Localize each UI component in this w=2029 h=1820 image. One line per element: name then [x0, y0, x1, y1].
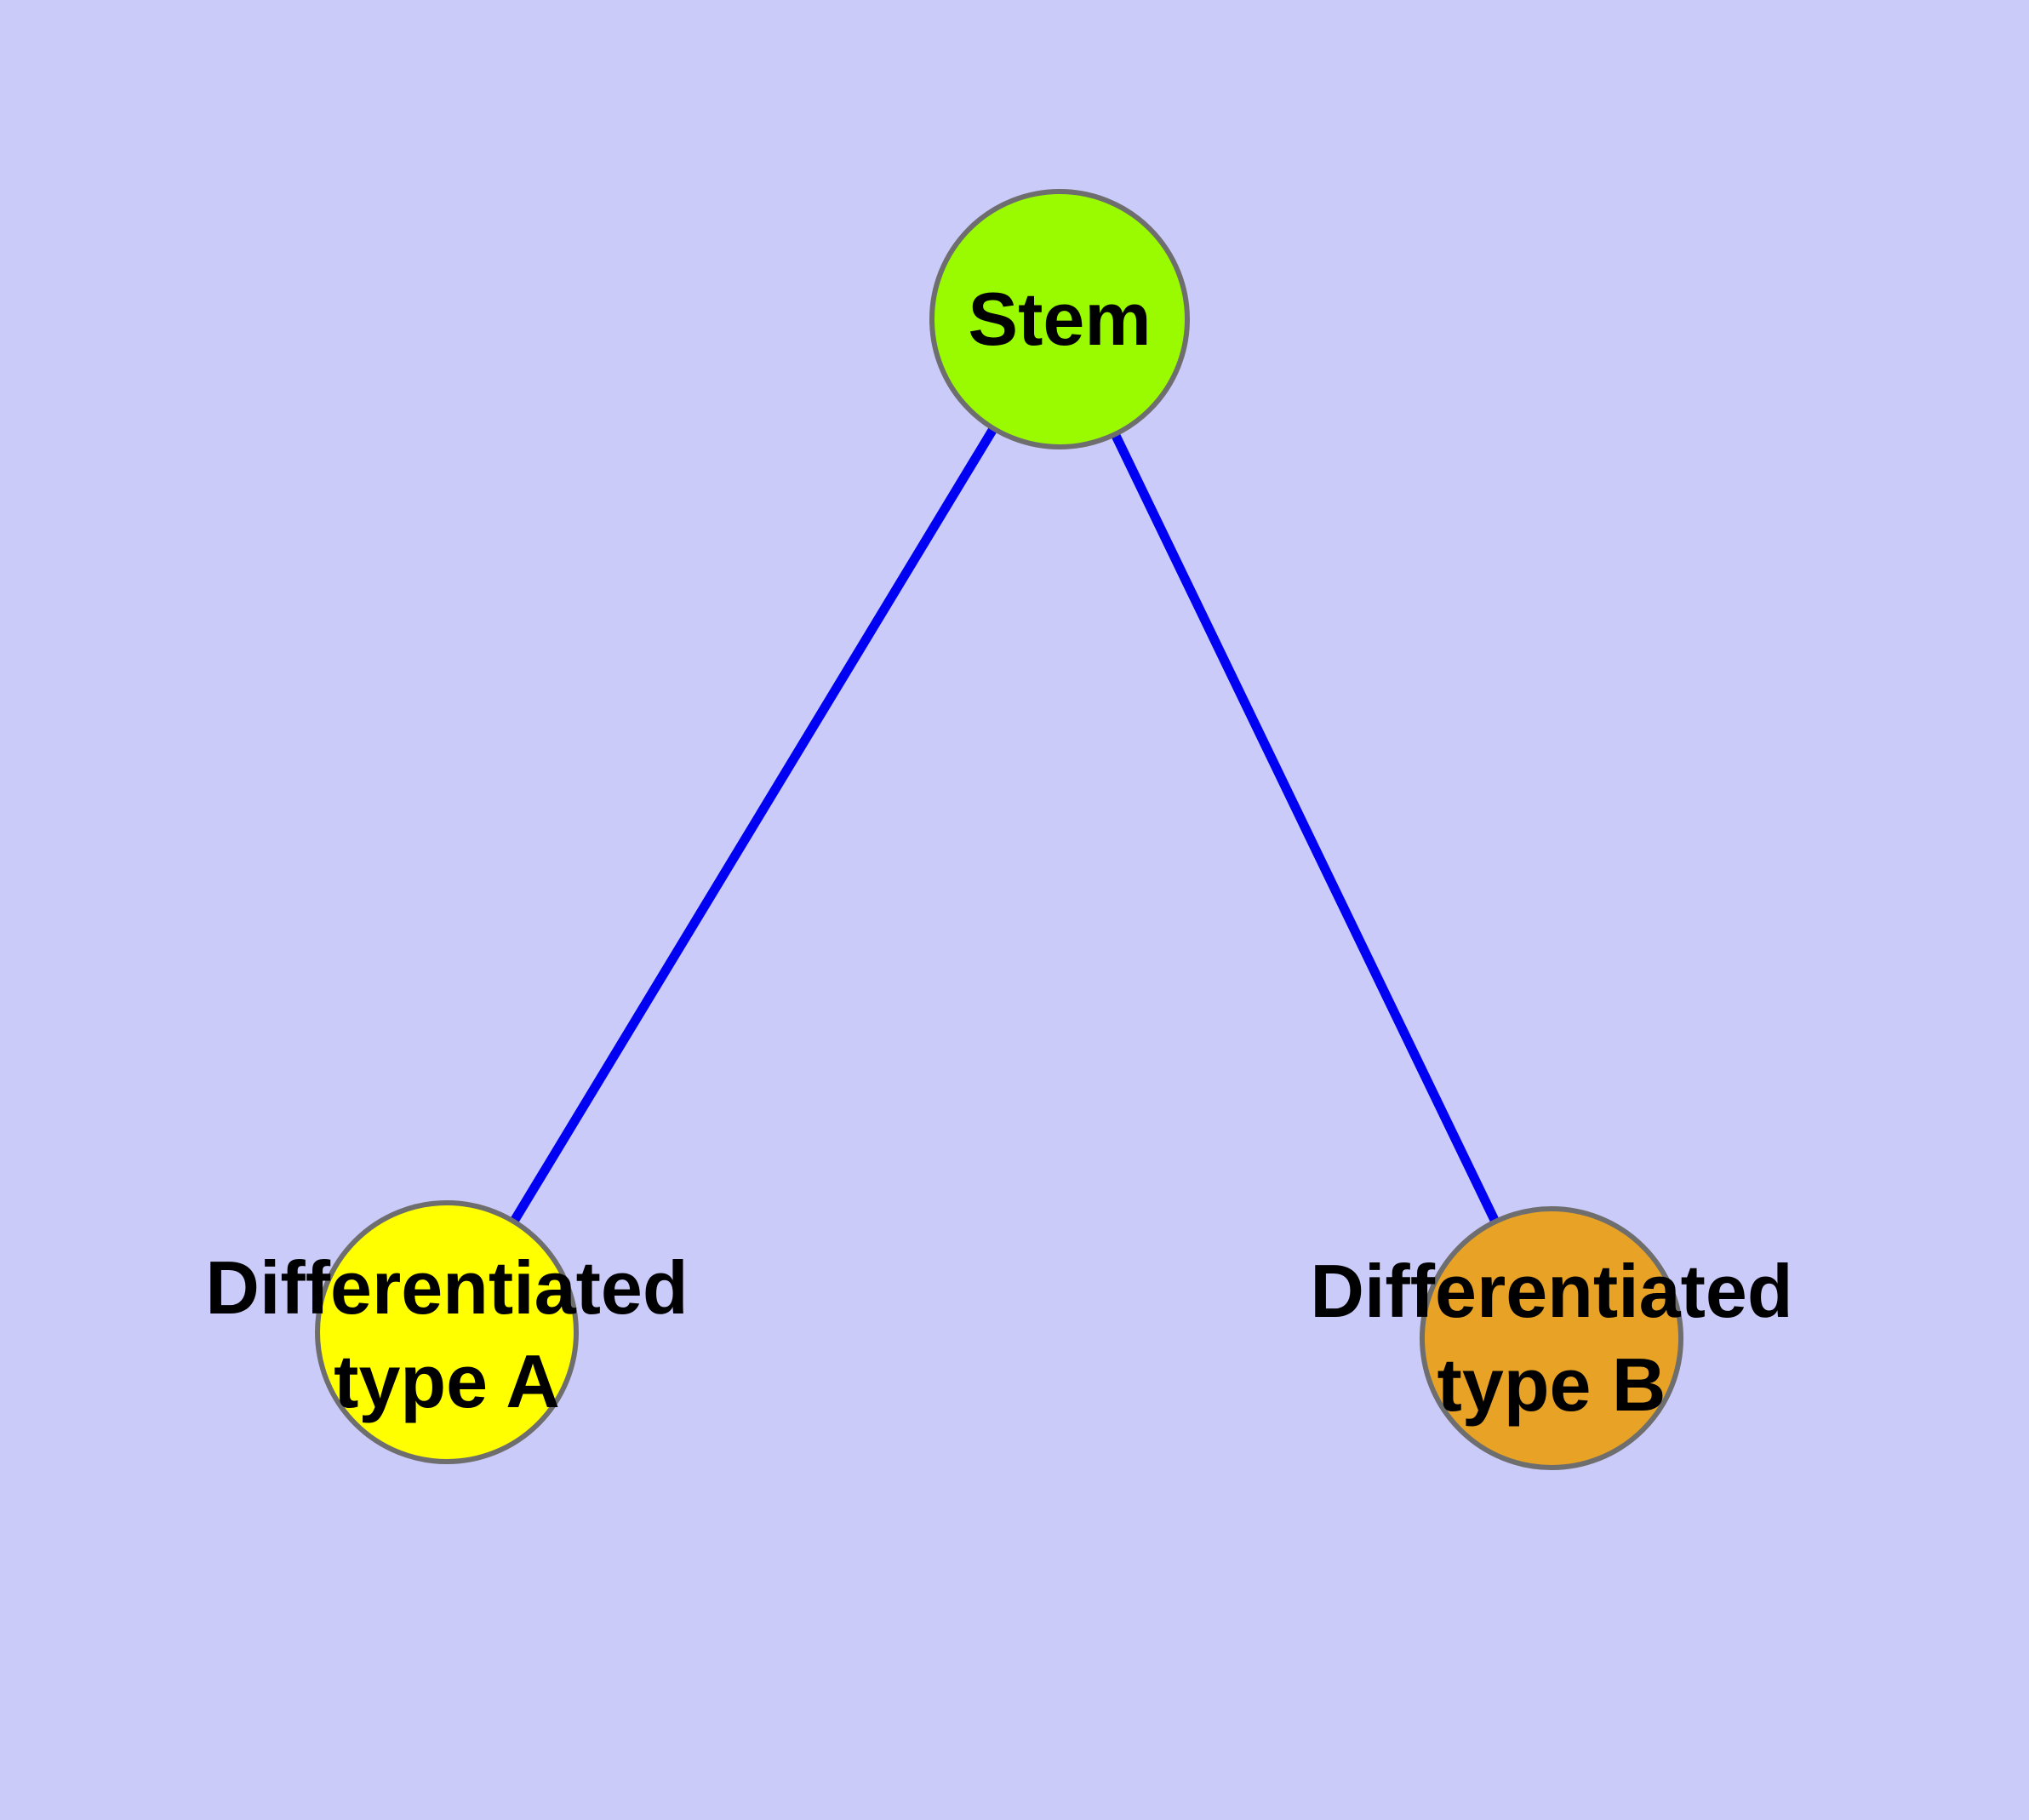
node-differentiated-type-b [1420, 1206, 1683, 1470]
edge-stem-to-type-a [443, 317, 1064, 1335]
edge-stem-to-type-b [1055, 317, 1556, 1341]
node-differentiated-type-b-label-line2: type B [1437, 1342, 1666, 1427]
node-stem-label: Stem [968, 277, 1152, 361]
node-differentiated-type-a [315, 1200, 579, 1464]
node-differentiated-type-a-label-line1: Differentiated [205, 1245, 689, 1330]
node-differentiated-type-a-label-line2: type A [334, 1339, 560, 1423]
node-differentiated-type-b-label: Differentiated type B [1310, 1245, 1792, 1432]
node-differentiated-type-b-label-line1: Differentiated [1310, 1249, 1793, 1333]
node-stem [929, 189, 1190, 449]
node-differentiated-type-a-label: Differentiated type A [205, 1241, 688, 1428]
